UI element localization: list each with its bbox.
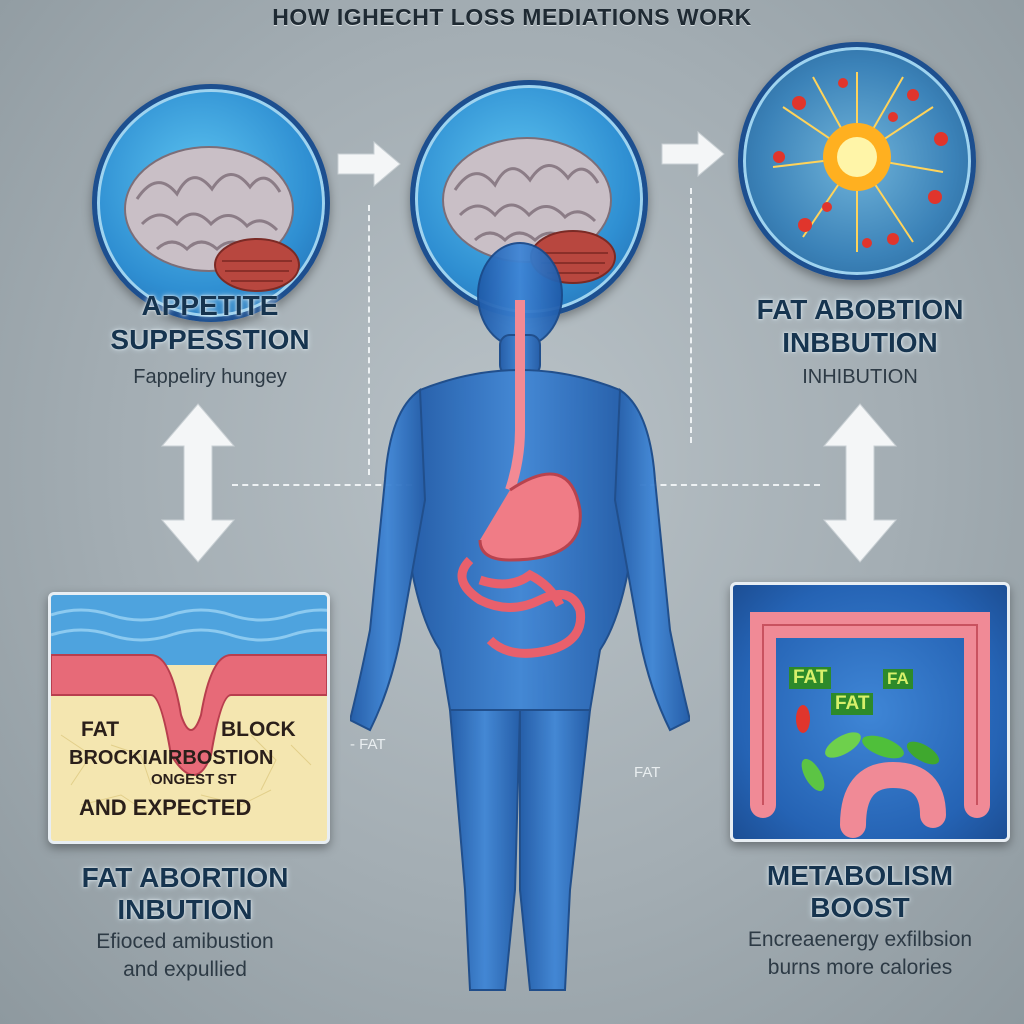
fat-abobtion-heading-line1: FAT ABOBTION — [756, 294, 964, 325]
float-fat-left: - FAT — [350, 736, 386, 753]
panel-text-line2: BROCKIAIRBOSTION — [69, 747, 274, 769]
right-arrow-2 — [661, 130, 725, 178]
connector-line-mid-left — [232, 484, 412, 486]
intestine-fat-label-2: FAT — [831, 693, 874, 715]
connector-line-left — [368, 205, 370, 475]
fat-abortion-heading-line2: INBUTION — [117, 894, 253, 925]
fat-abortion-subtitle-line2: and expullied — [123, 958, 247, 981]
metabolism-subtitle-line1: Encreaenergy exfilbsion — [747, 928, 973, 951]
right-arrow-1 — [337, 140, 401, 188]
page-title: HOW IGHECHT LOSS MEDIATIONS WORK — [272, 4, 752, 30]
float-fat-right: FAT — [634, 764, 661, 781]
appetite-heading-line2: SUPPESSTION — [110, 324, 310, 355]
intestine-fat-label-1: FAT — [789, 667, 832, 689]
metabolism-heading-line2: BOOST — [810, 892, 910, 923]
fat-abortion-heading-line1: FAT ABORTION — [81, 862, 289, 893]
metabolism-panel: FAT FAT FA — [730, 582, 1010, 842]
connector-line-mid-right — [640, 484, 820, 486]
panel-text-fat: FAT — [81, 718, 120, 741]
metabolism-heading-line1: METABOLISM — [766, 860, 954, 891]
brain-circle-center — [410, 80, 648, 318]
skin-layer-icon — [51, 595, 327, 816]
fat-abobtion-subtitle: INHIBUTION — [802, 366, 918, 388]
fat-block-panel: FAT BLOCK BROCKIAIRBOSTION ONGEST ST AND… — [48, 592, 330, 844]
fat-abortion-subtitle-line1: Efioced amibustion — [96, 930, 274, 953]
appetite-heading-line1: APPETITE — [141, 290, 279, 321]
intestine-fat-label-3: FA — [883, 669, 913, 689]
panel-text-block: BLOCK — [221, 718, 296, 741]
brain-circle-left — [92, 84, 330, 322]
fat-burst-circle — [738, 42, 976, 280]
connector-line-right — [690, 188, 692, 443]
brain-icon — [124, 146, 300, 292]
panel-text-line3: ONGEST ST — [151, 771, 237, 788]
panel-text-line4: AND EXPECTED — [79, 795, 252, 820]
metabolism-subtitle-line2: burns more calories — [767, 956, 953, 979]
human-body-icon — [350, 242, 690, 991]
appetite-subtitle: Fappeliry hungey — [133, 366, 287, 388]
double-arrow-right — [822, 403, 898, 563]
fat-abobtion-heading-line2: INBBUTION — [782, 327, 938, 358]
fat-burst-icon — [772, 72, 948, 252]
double-arrow-left — [160, 403, 236, 563]
intestine-icon — [750, 612, 990, 838]
